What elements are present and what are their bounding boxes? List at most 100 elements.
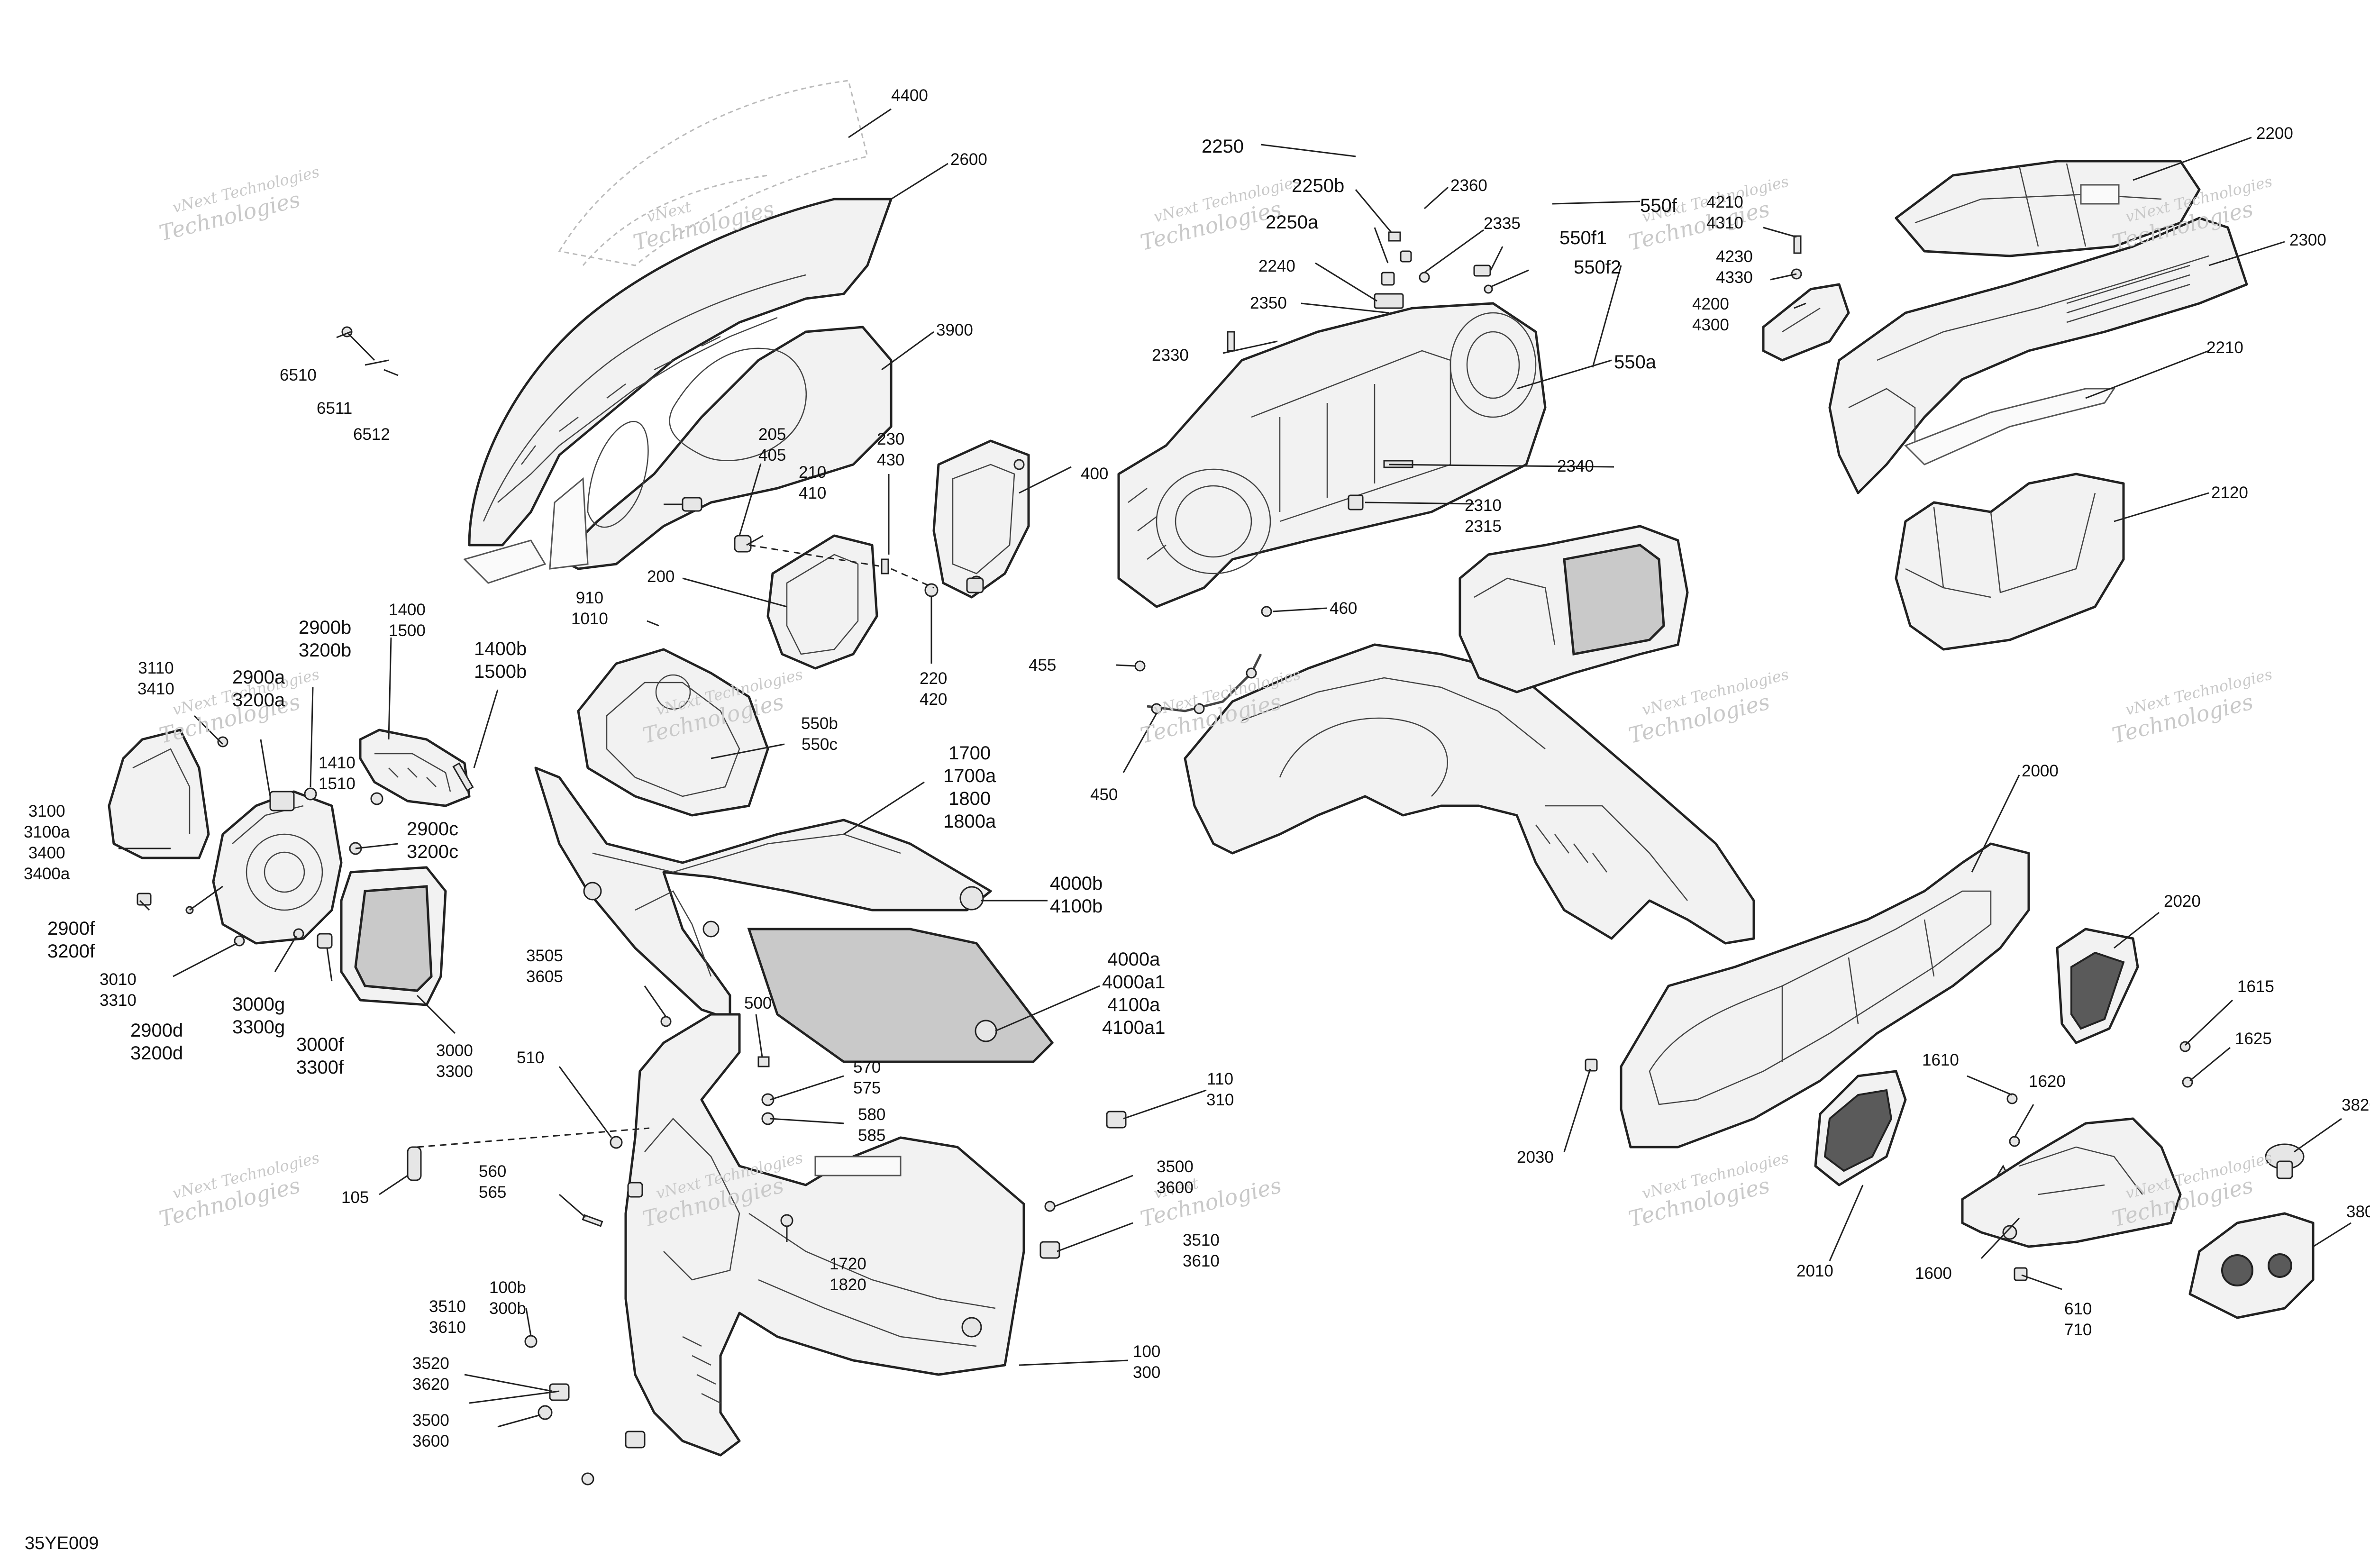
callout-number: 3200d xyxy=(130,1043,183,1064)
callout-number: 2000 xyxy=(2022,762,2059,780)
diagram-code: 35YE009 xyxy=(25,1533,99,1553)
callout-number: 2315 xyxy=(1465,517,1502,536)
callout-number: 1500b xyxy=(474,661,527,682)
callout-number: 110 xyxy=(1207,1070,1234,1088)
callout-number: 3310 xyxy=(100,991,137,1010)
callout-number: 1400 xyxy=(389,601,426,619)
callout-number: 3300f xyxy=(296,1057,344,1078)
callout-number: 300 xyxy=(1133,1363,1161,1382)
callout-number: 460 xyxy=(1330,599,1358,618)
frame-fasteners xyxy=(1134,231,1493,672)
callout-number: 3500 xyxy=(412,1411,449,1430)
part-grille-2010 xyxy=(1814,1070,1907,1186)
callout-number: 2340 xyxy=(1557,457,1594,475)
callout-3010: 3010 3310 xyxy=(100,969,137,1011)
callout-2250b: 2250b xyxy=(1292,174,1344,197)
callout-number: 1700 xyxy=(948,743,991,764)
callout-number: 3505 xyxy=(526,947,563,965)
callout-number: 4300 xyxy=(1692,316,1729,334)
callout-1720: 1720 1820 xyxy=(830,1254,866,1295)
callout-number: 405 xyxy=(758,446,786,465)
part-mirror-mount-2900a xyxy=(212,790,343,945)
part-plate-3800 xyxy=(2188,1212,2315,1319)
callout-6511: 6511 xyxy=(317,398,352,419)
callout-number: 2250b xyxy=(1292,175,1345,196)
callout-2030: 2030 xyxy=(1517,1147,1554,1168)
callout-number: 1600 xyxy=(1915,1264,1952,1283)
part-mirror-glass-3000 xyxy=(340,866,447,1006)
callout-number: 3610 xyxy=(1183,1252,1220,1270)
callout-number: 2900b xyxy=(299,617,352,638)
callout-number: 455 xyxy=(1029,656,1057,675)
callout-number: 2120 xyxy=(2211,483,2248,502)
callout-number: 100 xyxy=(1133,1342,1161,1361)
part-storage-bin-2120 xyxy=(1895,473,2125,651)
callout-number: 3300 xyxy=(436,1062,473,1081)
callout-number: 4200 xyxy=(1692,295,1729,313)
callout-number: 2200 xyxy=(2256,124,2293,143)
callout-number: 2020 xyxy=(2164,892,2201,911)
part-upper-fairing-2600 xyxy=(463,198,893,584)
callout-number: 3510 xyxy=(429,1297,466,1316)
callout-200: 200 xyxy=(647,566,675,587)
callout-number: 2900c xyxy=(407,819,458,839)
callout-number: 4310 xyxy=(1706,214,1743,232)
callout-2330: 2330 xyxy=(1152,345,1189,366)
part-upper-cover-2200 xyxy=(1895,160,2201,257)
callout-number: 3510 xyxy=(1183,1231,1220,1249)
callout-number: 2360 xyxy=(1450,176,1487,195)
callout-number: 2350 xyxy=(1250,294,1287,312)
callout-3500b: 3500 3600 xyxy=(412,1410,449,1452)
callout-number: 565 xyxy=(479,1183,507,1202)
callout-number: 1820 xyxy=(830,1276,866,1294)
callout-number: 3400 xyxy=(28,844,65,862)
callout-number: 3400a xyxy=(24,865,70,883)
callout-number: 550c xyxy=(801,735,838,754)
callout-number: 3010 xyxy=(100,970,137,989)
callout-2210: 2210 xyxy=(2206,337,2243,358)
callout-number: 2330 xyxy=(1152,346,1189,365)
callout-4200: 4200 4300 xyxy=(1692,294,1729,336)
callout-number: 3600 xyxy=(1157,1178,1194,1197)
callout-number: 200 xyxy=(647,567,675,586)
part-bracket-1600 xyxy=(1961,1117,2182,1248)
callout-number: 4330 xyxy=(1716,268,1753,287)
callout-number: 3300g xyxy=(232,1017,285,1038)
callout-number: 3600 xyxy=(412,1432,449,1450)
callout-number: 450 xyxy=(1090,785,1118,804)
part-decal-panel-4000a xyxy=(747,886,1054,1063)
callout-2340: 2340 xyxy=(1557,456,1594,477)
callout-number: 585 xyxy=(858,1126,886,1145)
callout-number: 2900a xyxy=(232,667,285,688)
callout-number: 3200b xyxy=(299,640,352,661)
callout-number: 2900f xyxy=(47,918,95,939)
callout-number: 4100a1 xyxy=(1102,1017,1166,1038)
callout-number: 2335 xyxy=(1484,214,1521,233)
callout-number: 560 xyxy=(479,1162,507,1181)
callout-number: 2250 xyxy=(1202,136,1244,157)
part-mirror-cover-3100 xyxy=(108,729,210,859)
callout-number: 4100a xyxy=(1107,994,1160,1015)
callout-number: 1720 xyxy=(830,1255,866,1273)
callout-1620: 1620 xyxy=(2029,1071,2066,1092)
callout-number: 205 xyxy=(758,425,786,444)
callout-number: 2300 xyxy=(2289,231,2326,249)
callout-number: 3605 xyxy=(526,967,563,986)
part-light-1400 xyxy=(359,729,474,807)
callout-number: 2210 xyxy=(2206,338,2243,357)
callout-3510a: 3510 3610 xyxy=(1183,1230,1220,1272)
callout-number: 2250a xyxy=(1266,212,1319,233)
